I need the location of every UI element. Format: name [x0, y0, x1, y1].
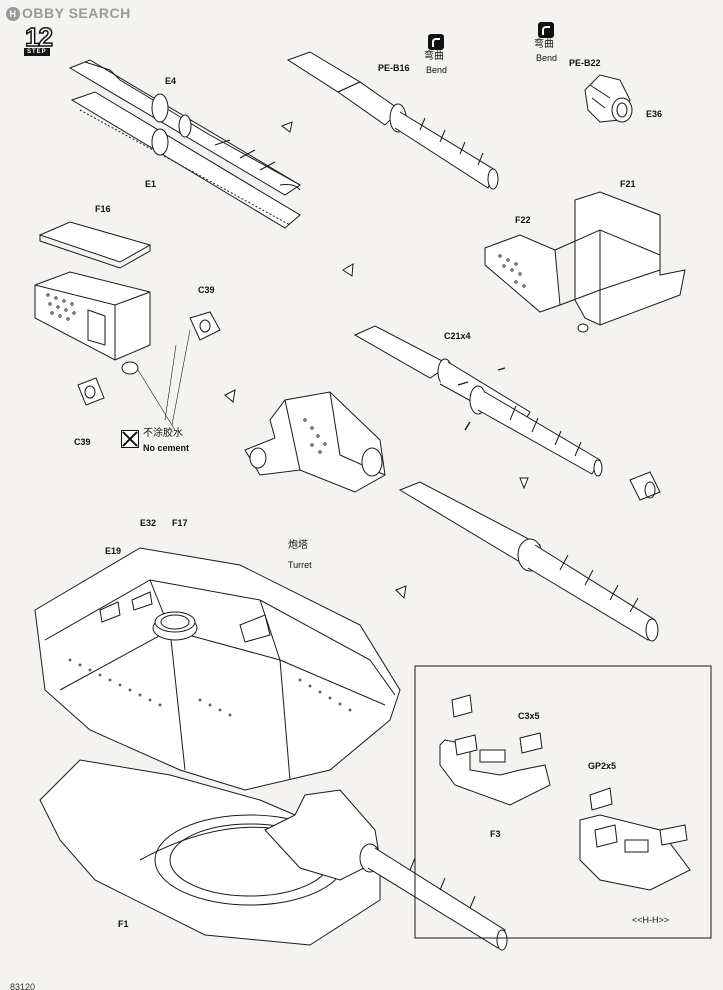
detail-view-label: <<H-H>>: [632, 915, 670, 925]
part-label-pe-b22: PE-B22: [569, 58, 601, 68]
bend-icon: [428, 34, 444, 50]
barrel-halves-e1-e4: [68, 59, 301, 229]
part-label-f3: F3: [490, 829, 501, 839]
barrel-c21: [353, 325, 661, 501]
part-label-f17: F17: [172, 518, 188, 528]
bend-icon: [538, 22, 554, 38]
turret-body: [34, 547, 401, 791]
part-label-e4: E4: [165, 76, 177, 86]
part-label-c39-top: C39: [198, 285, 215, 295]
bend-label-cn-1: 弯曲: [424, 51, 444, 62]
assembly-arrows: [224, 121, 529, 600]
barrel-assembled-top: [286, 51, 499, 190]
mantlet-parts-e36: [584, 74, 633, 123]
step-label: STEP: [24, 48, 50, 56]
part-label-c21x4: C21x4: [444, 331, 471, 341]
part-label-f1: F1: [118, 919, 129, 929]
parts-f21-f22: [484, 191, 686, 333]
part-label-f22: F22: [515, 215, 531, 225]
no-cement-label-cn: 不涂胶水: [143, 428, 183, 439]
turret-label-en: Turret: [288, 560, 312, 570]
detail-box-h-h: [414, 665, 712, 939]
bend-label-cn-2: 弯曲: [534, 39, 554, 50]
no-cement-label-en: No cement: [143, 443, 190, 453]
step-number: 12: [24, 21, 53, 53]
page-number: 83120: [10, 982, 36, 990]
part-label-c39-bottom: C39: [74, 437, 91, 447]
part-label-gp2x5: GP2x5: [588, 761, 617, 771]
step-badge: 12 STEP: [20, 21, 60, 58]
part-label-e32: E32: [140, 518, 157, 528]
watermark-text: OBBY SEARCH: [22, 5, 131, 21]
part-label-e36: E36: [646, 109, 663, 119]
bend-label-en-2: Bend: [536, 53, 558, 63]
no-cement-icon: [121, 430, 139, 448]
parts-f16-c39: [34, 221, 221, 431]
part-label-f21: F21: [620, 179, 636, 189]
bend-label-en-1: Bend: [426, 65, 448, 75]
turret-label-cn: 炮塔: [288, 540, 308, 551]
part-label-pe-b16: PE-B16: [378, 63, 410, 73]
gun-lower: [264, 789, 508, 951]
part-label-f16: F16: [95, 204, 111, 214]
part-label-c3x5: C3x5: [518, 711, 540, 721]
mantlet-assembly: [244, 391, 659, 642]
part-label-e1: E1: [145, 179, 157, 189]
watermark-logo-icon: H: [6, 7, 20, 21]
part-label-e19: E19: [105, 546, 122, 556]
